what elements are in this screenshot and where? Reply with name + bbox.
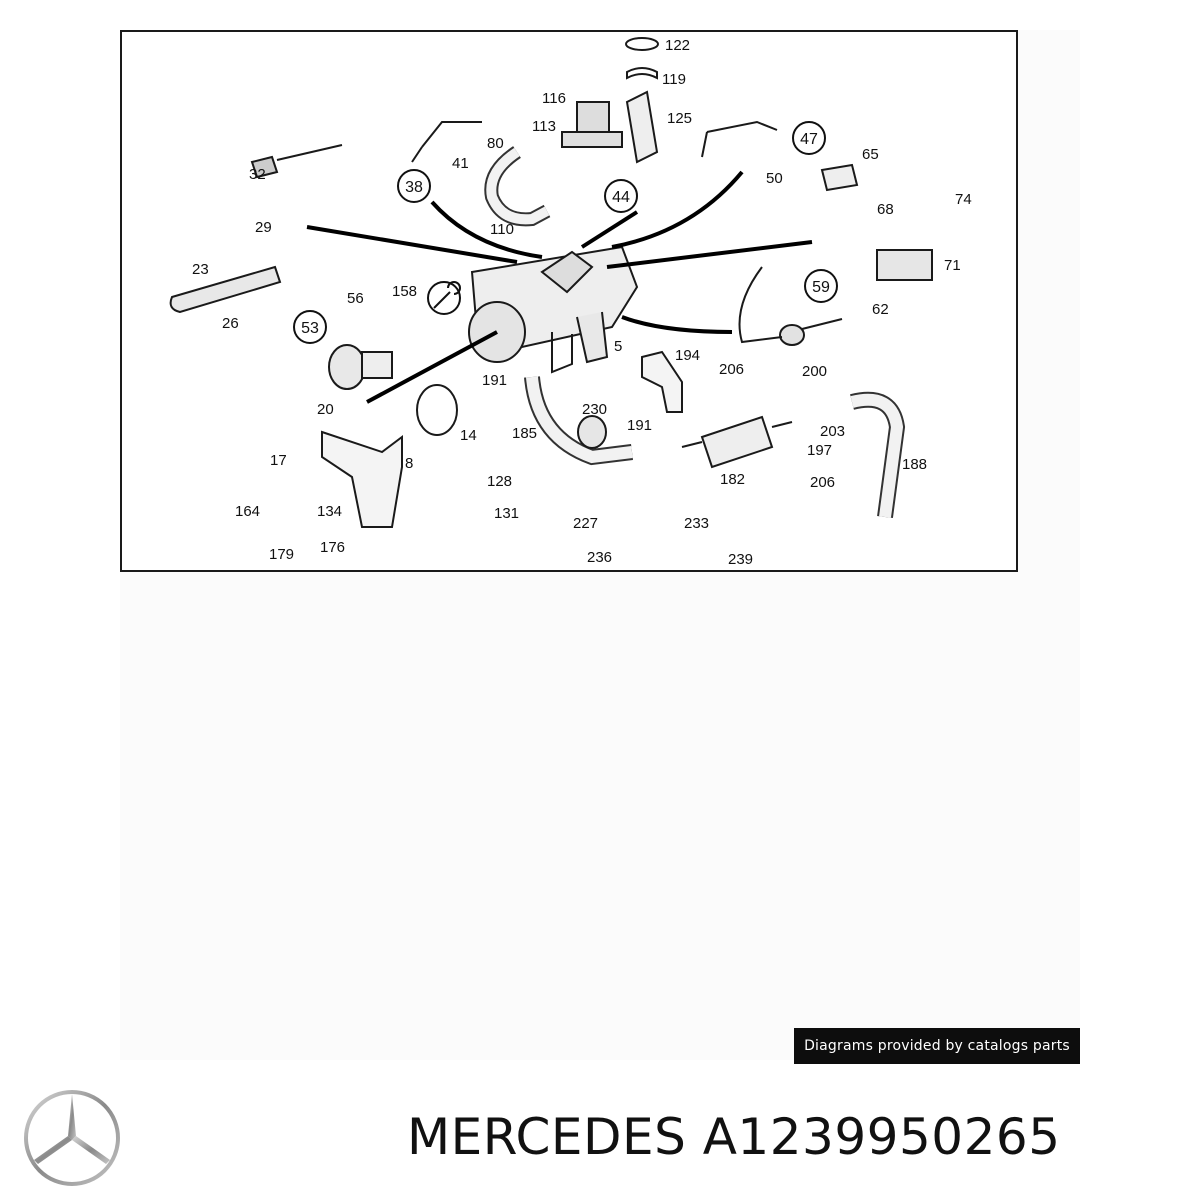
- callout-labels: 122 119 116 125 113 80 65 41 50 74 32 68…: [192, 37, 972, 568]
- callout: 134: [317, 503, 342, 520]
- circled-callout: 59: [812, 279, 830, 296]
- callout: 41: [452, 155, 469, 172]
- callout: 122: [665, 37, 690, 54]
- callout: 17: [270, 452, 287, 469]
- callout: 185: [512, 425, 537, 442]
- wrench-icon: [427, 281, 461, 315]
- diagram-credit-banner: Diagrams provided by catalogs parts: [794, 1028, 1080, 1064]
- diagram-parts: [169, 37, 933, 528]
- callout: 182: [720, 471, 745, 488]
- callout: 56: [347, 290, 364, 307]
- callout: 8: [405, 455, 413, 472]
- leader-arrows: [306, 170, 813, 404]
- callout: 164: [235, 503, 260, 520]
- callout: 50: [766, 170, 783, 187]
- callout: 110: [490, 221, 514, 238]
- circled-callout: 44: [612, 189, 630, 206]
- callout: 203: [820, 423, 845, 440]
- callout: 62: [872, 301, 889, 318]
- mercedes-star-icon: [24, 1090, 120, 1186]
- callout: 176: [320, 539, 345, 556]
- callout: 116: [542, 90, 566, 107]
- callout: 194: [675, 347, 700, 364]
- parts-diagram: 122 119 116 125 113 80 65 41 50 74 32 68…: [120, 30, 1018, 572]
- part-title: MERCEDES A1239950265: [407, 1108, 1061, 1166]
- callout: 71: [944, 257, 961, 274]
- callout: 20: [317, 401, 334, 418]
- callout: 131: [494, 505, 519, 522]
- callout: 197: [807, 442, 832, 459]
- callout: 191: [627, 417, 652, 434]
- callout: 32: [249, 166, 266, 183]
- callout: 206: [719, 361, 744, 378]
- callout: 191: [482, 372, 507, 389]
- circled-callout: 53: [301, 320, 319, 337]
- callout: 26: [222, 315, 239, 332]
- callout: 68: [877, 201, 894, 218]
- circled-callouts: 47 38 44 59 53: [293, 121, 838, 344]
- callout: 158: [392, 283, 417, 300]
- callout: 80: [487, 135, 504, 152]
- callout: 128: [487, 473, 512, 490]
- callout: 113: [532, 118, 556, 135]
- callout: 188: [902, 456, 927, 473]
- callout: 179: [269, 546, 294, 563]
- callout: 5: [614, 338, 622, 355]
- callout: 206: [810, 474, 835, 491]
- callout: 230: [582, 401, 607, 418]
- callout: 119: [662, 71, 686, 88]
- parts-diagram-drawing: 122 119 116 125 113 80 65 41 50 74 32 68…: [169, 37, 972, 568]
- callout: 23: [192, 261, 209, 278]
- callout: 14: [460, 427, 477, 444]
- callout: 227: [573, 515, 598, 532]
- callout: 200: [802, 363, 827, 380]
- circled-callout: 47: [800, 131, 818, 148]
- callout: 29: [255, 219, 272, 236]
- callout: 74: [955, 191, 972, 208]
- callout: 65: [862, 146, 879, 163]
- callout: 125: [667, 110, 692, 127]
- callout: 236: [587, 549, 612, 566]
- circled-callout: 38: [405, 179, 423, 196]
- callout: 239: [728, 551, 753, 568]
- callout: 233: [684, 515, 709, 532]
